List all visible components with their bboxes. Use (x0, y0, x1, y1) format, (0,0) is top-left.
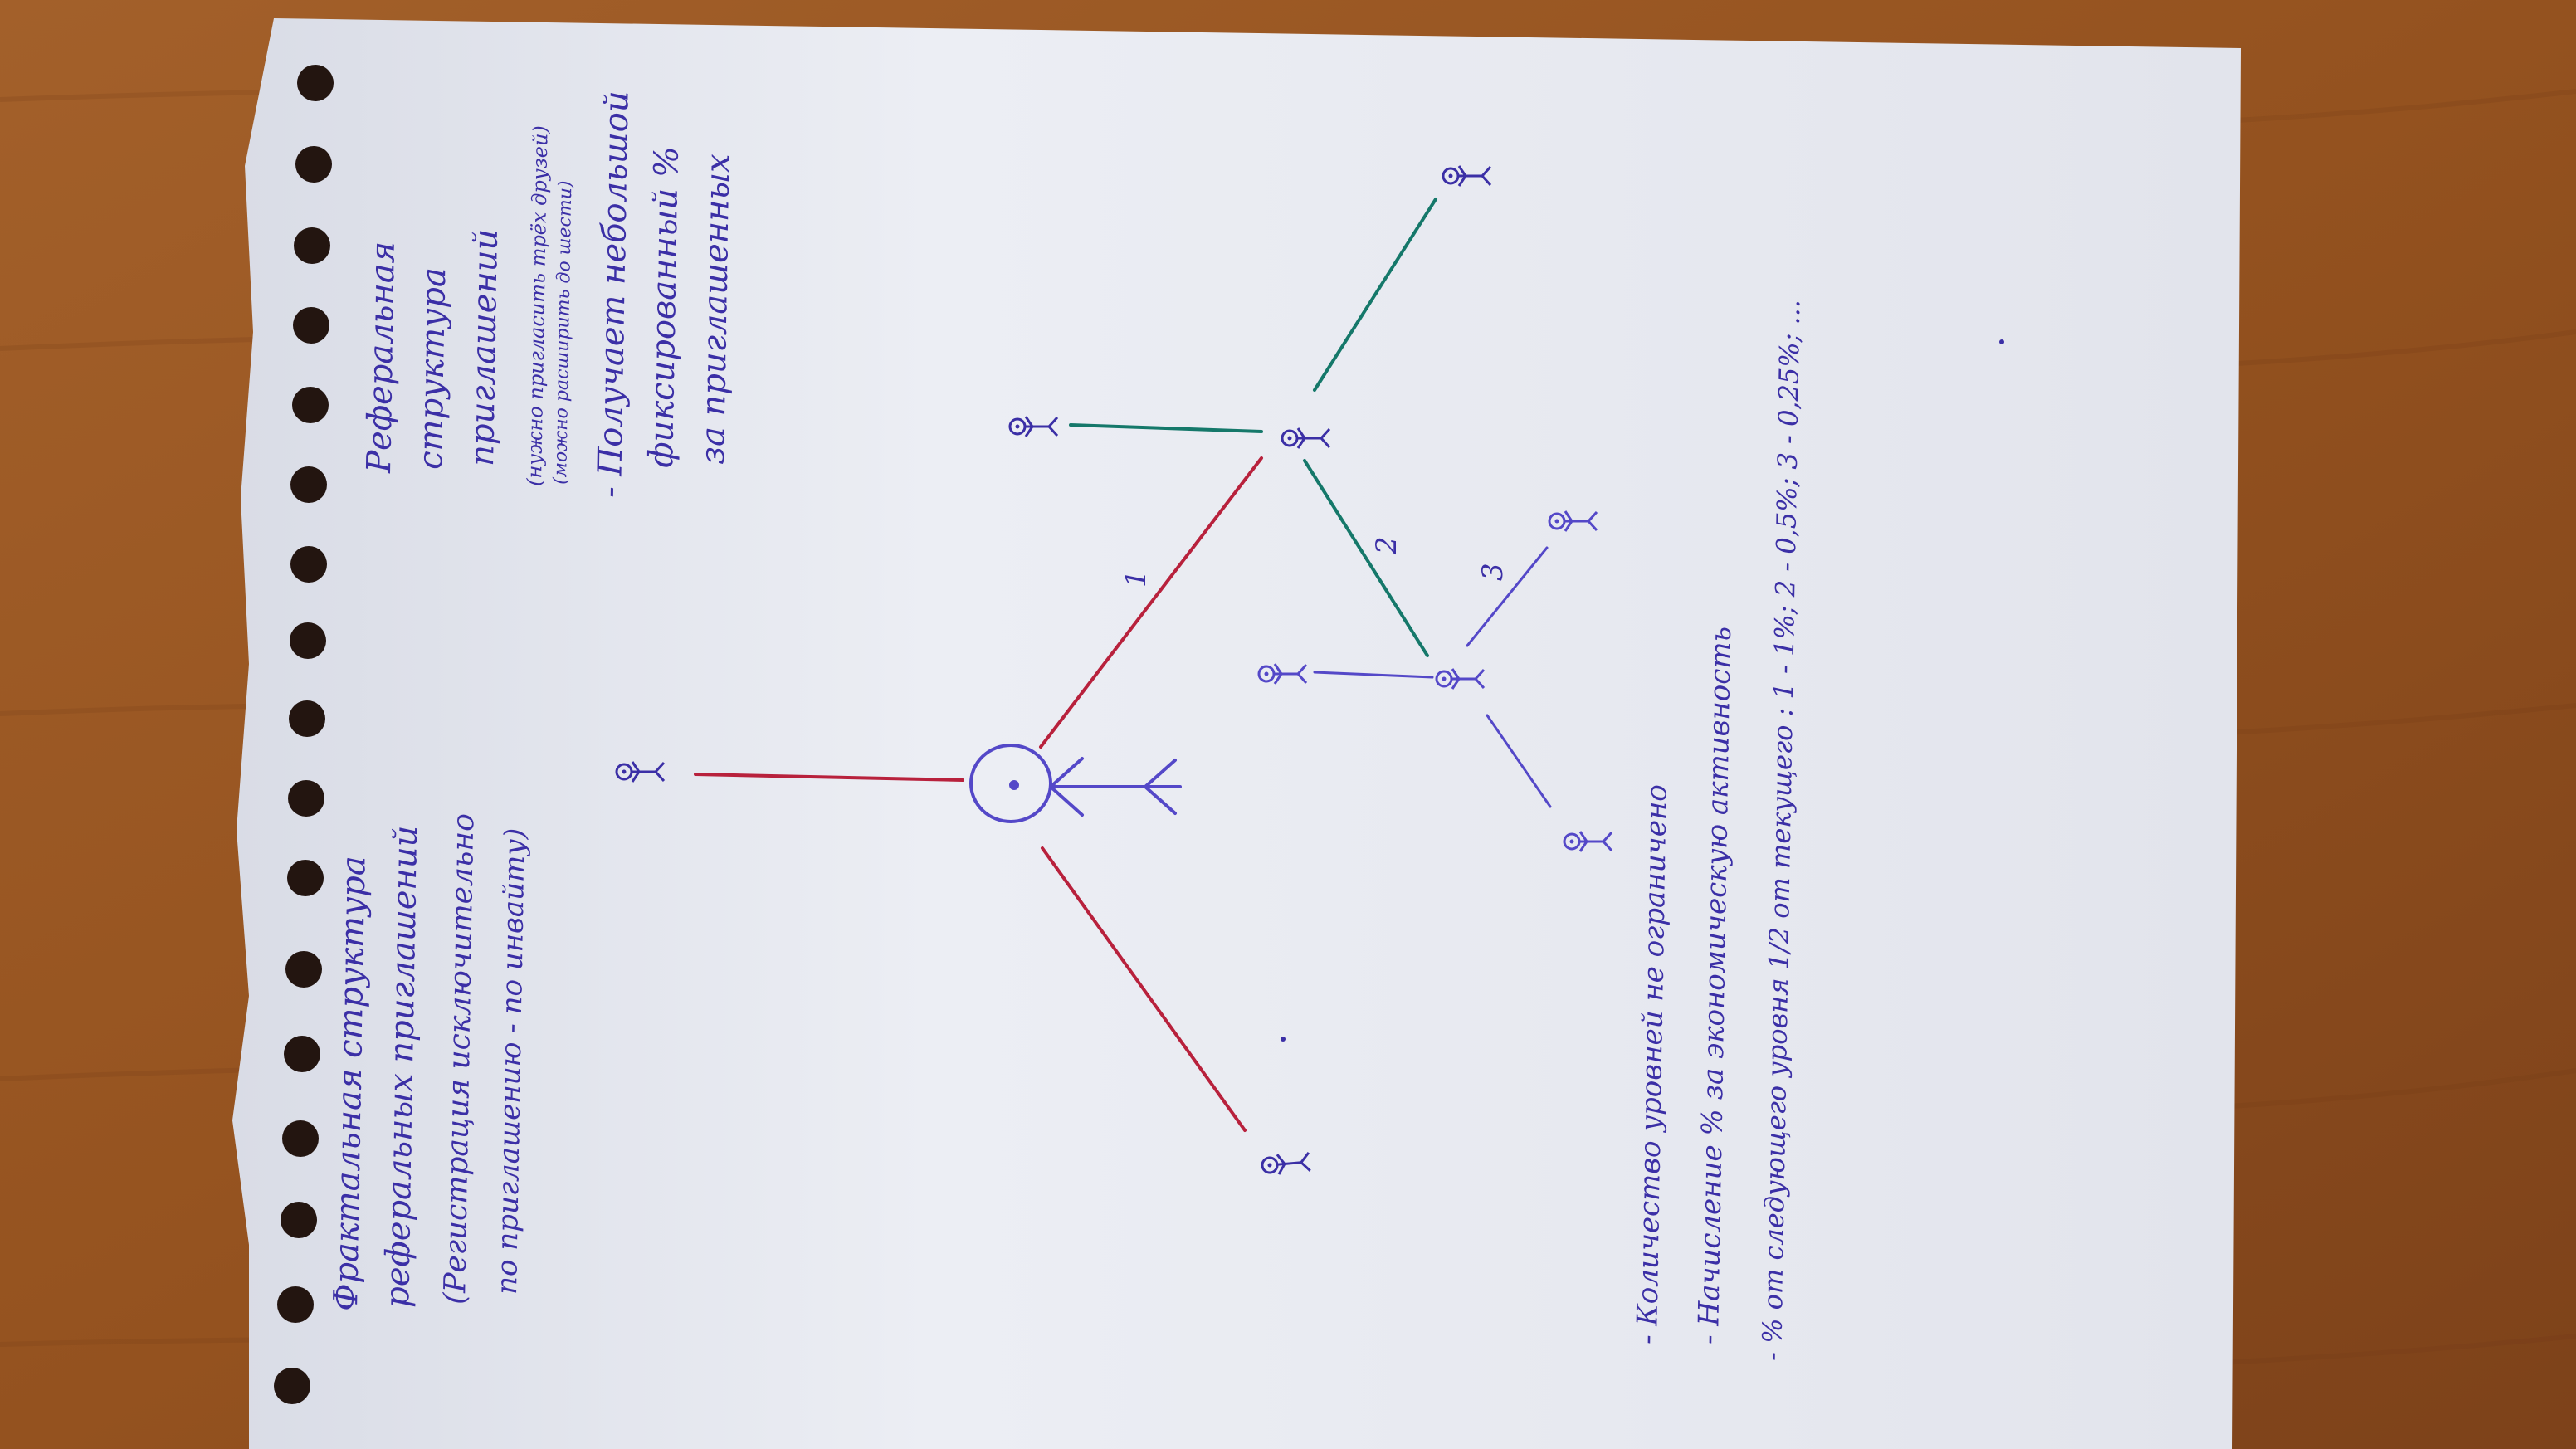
note-right-line8: за приглашенных (694, 154, 738, 465)
note-right-line2: структура (412, 267, 453, 470)
edge-n3-bottom (1486, 714, 1552, 808)
edge-label-3: 3 (1476, 563, 1510, 581)
punch-holes (274, 65, 334, 1404)
edge-root-left (694, 773, 964, 782)
note-left-line2: реферальных приглашений (378, 825, 425, 1308)
note-right: Реферальная структура приглашений (нужно… (360, 90, 738, 498)
edge-root-top (1039, 456, 1263, 749)
edge-labels: 1 2 3 (1120, 536, 1510, 588)
note-right-line6: - Получает небольшой (591, 90, 637, 498)
edge-root-bottom (1041, 846, 1247, 1132)
note-left-line4: по приглашению - по инвайту) (490, 827, 532, 1295)
level-1-edges (694, 456, 1263, 1132)
edge-label-2: 2 (1370, 536, 1403, 555)
edge-n2-right (1313, 198, 1437, 392)
edge-n3-left (1313, 671, 1434, 679)
level-3-edges (1313, 546, 1552, 808)
note-right-line3: приглашений (463, 228, 505, 466)
note-left-line1: Фрактальная структура (327, 856, 373, 1311)
level-2-edges (1069, 198, 1437, 657)
root-person-figure (969, 744, 1182, 823)
note-right-line1: Реферальная (360, 241, 402, 474)
edge-n2-bottom (1303, 459, 1429, 657)
edge-n3-right (1466, 546, 1549, 647)
note-right-line7: фиксированный % (642, 146, 686, 468)
note-left: Фрактальная структура реферальных пригла… (327, 813, 532, 1311)
edge-label-1: 1 (1120, 569, 1153, 588)
pen-dots (1281, 339, 2004, 1042)
paper-sheet (232, 18, 2241, 1449)
edge-n2-left (1069, 423, 1263, 433)
